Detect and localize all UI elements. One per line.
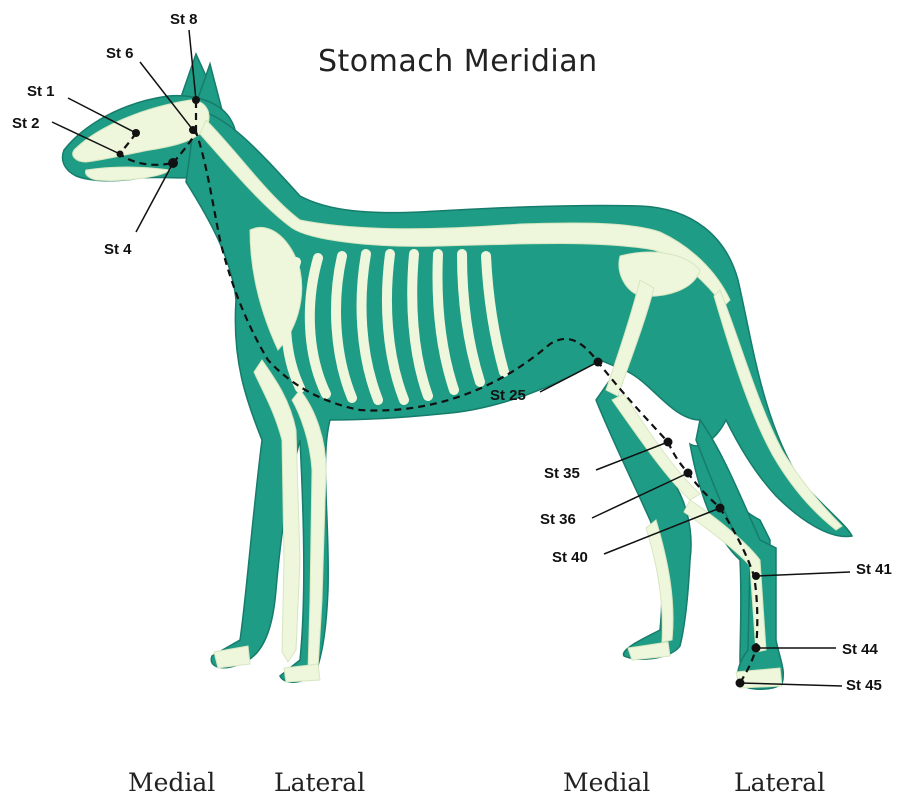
front-medial-label: Medial: [128, 768, 215, 797]
jaw: [85, 167, 170, 181]
label-st2: St 2: [12, 115, 40, 132]
front-paw: [284, 664, 320, 682]
point-st1-dot: [132, 129, 140, 137]
label-st25: St 25: [490, 387, 526, 404]
label-st1: St 1: [27, 83, 55, 100]
hind-lateral-label: Lateral: [734, 768, 825, 797]
hind-medial-label: Medial: [563, 768, 650, 797]
label-st44: St 44: [842, 641, 879, 658]
label-st4: St 4: [104, 241, 132, 258]
point-st45-dot: [736, 679, 745, 688]
label-st41: St 41: [856, 561, 892, 578]
label-st45: St 45: [846, 677, 882, 694]
point-st44-dot: [752, 644, 761, 653]
hind-leg-front: [596, 380, 691, 659]
front-paw: [214, 646, 250, 668]
point-st35-dot: [664, 438, 673, 447]
point-st6-dot: [189, 126, 197, 134]
label-st6: St 6: [106, 45, 134, 62]
label-st35: St 35: [544, 465, 580, 482]
label-st40: St 40: [552, 549, 588, 566]
dog-silhouette: [63, 54, 853, 689]
label-st8: St 8: [170, 11, 198, 28]
point-st2-dot: [117, 151, 124, 158]
point-st40-dot: [716, 504, 725, 513]
front-lateral-label: Lateral: [274, 768, 365, 797]
point-st36-dot: [684, 469, 693, 478]
label-st36: St 36: [540, 511, 576, 528]
point-st41-dot: [752, 572, 760, 580]
point-st8-dot: [192, 96, 200, 104]
point-st4-dot: [168, 158, 178, 168]
point-st25-dot: [594, 358, 603, 367]
